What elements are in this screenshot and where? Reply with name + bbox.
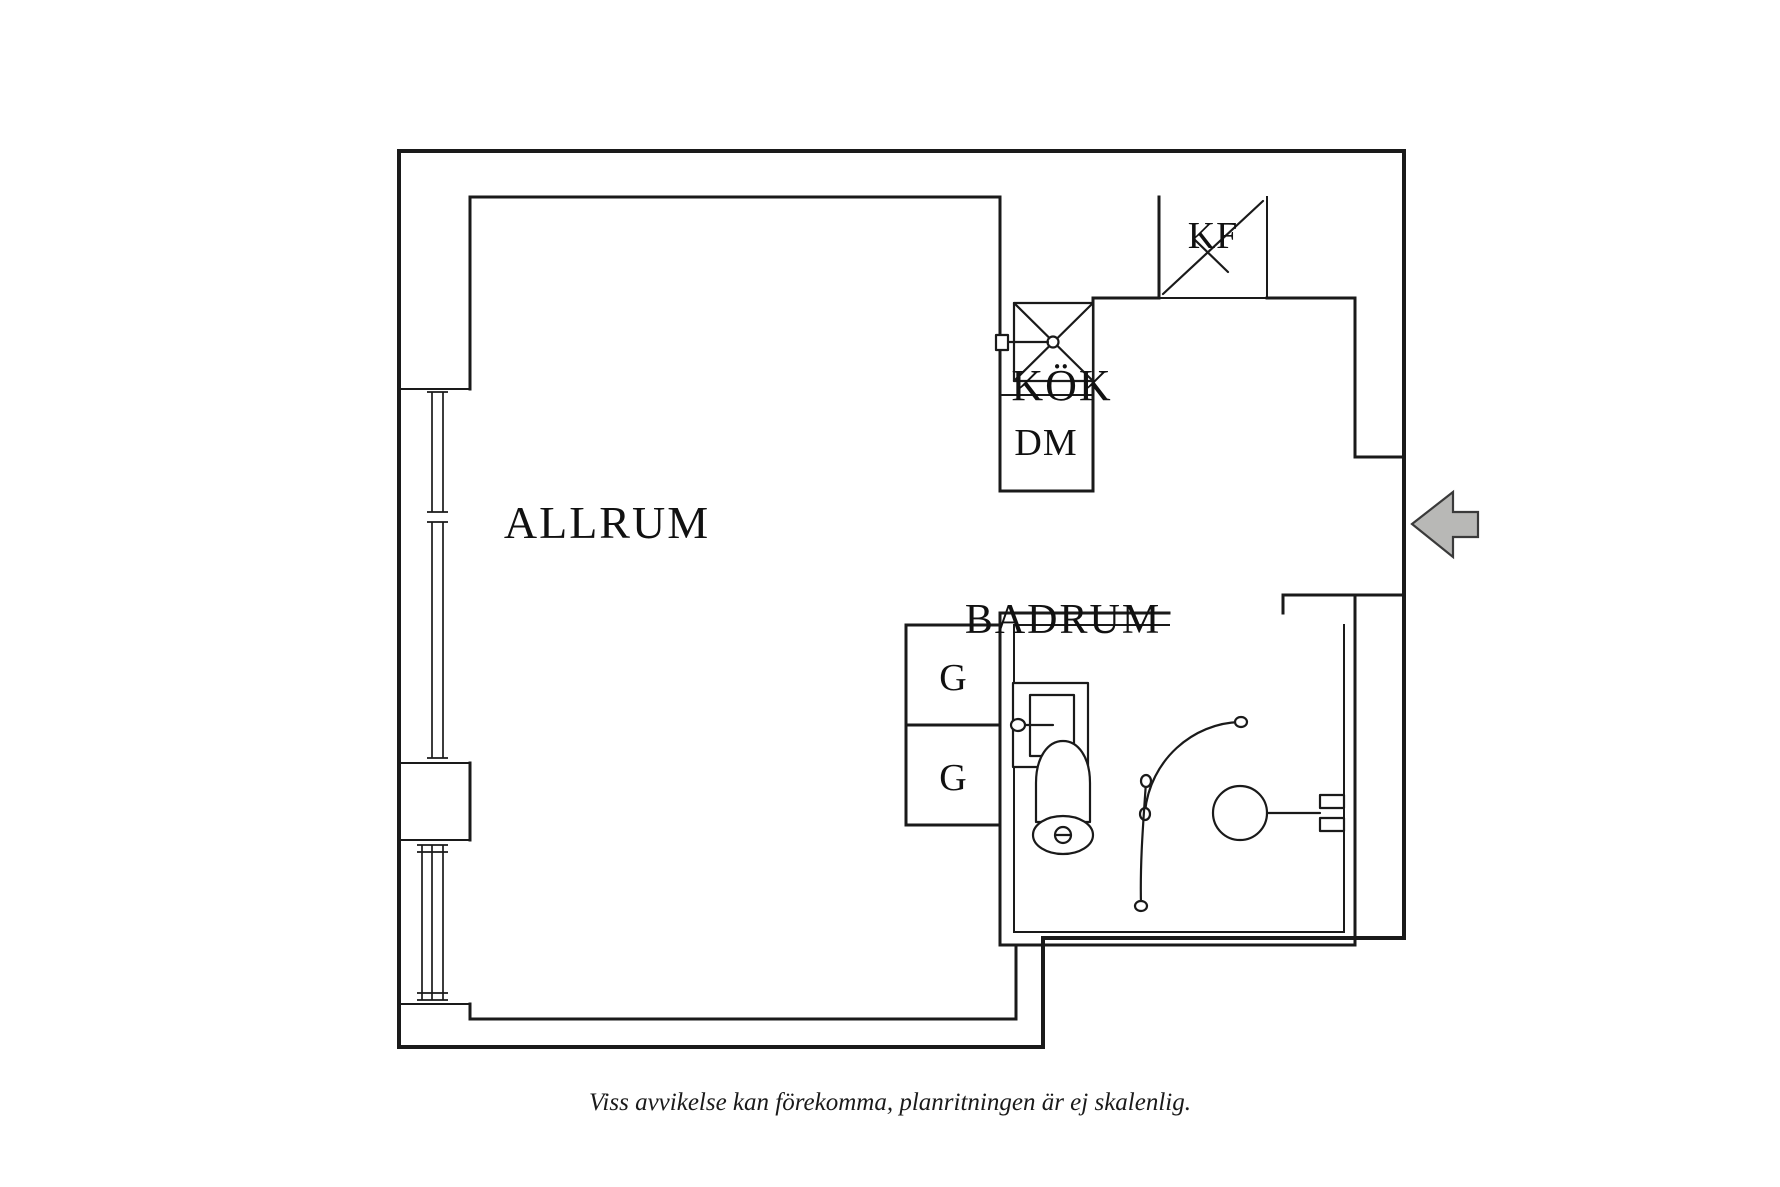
kitchen-walls bbox=[998, 195, 1406, 493]
window-upper-left bbox=[398, 388, 471, 764]
room-label-allrum: ALLRUM bbox=[504, 497, 710, 548]
stove-cooktop-icon bbox=[994, 301, 1095, 383]
plan-caption: Viss avvikelse kan förekomma, planritnin… bbox=[589, 1089, 1191, 1116]
room-label-badrum: BADRUM bbox=[965, 597, 1161, 643]
appliance-label-dm: DM bbox=[1014, 422, 1077, 464]
shower-curtain-rail-icon bbox=[1133, 715, 1249, 913]
closet-units bbox=[904, 623, 1002, 827]
exterior-walls bbox=[397, 149, 1406, 1049]
closet-label-upper: G bbox=[939, 657, 966, 699]
interior-wall-faces bbox=[468, 195, 1018, 1021]
room-label-kok: KÖK bbox=[1011, 361, 1112, 410]
toilet-icon bbox=[1031, 739, 1095, 856]
closet-label-lower: G bbox=[939, 757, 966, 799]
window-lower-left bbox=[398, 839, 471, 1005]
appliance-label-kf: KF bbox=[1188, 215, 1239, 257]
fridge-freezer-icon bbox=[1161, 199, 1265, 296]
washbasin-icon bbox=[1211, 784, 1346, 842]
entrance-arrow bbox=[1410, 489, 1480, 560]
